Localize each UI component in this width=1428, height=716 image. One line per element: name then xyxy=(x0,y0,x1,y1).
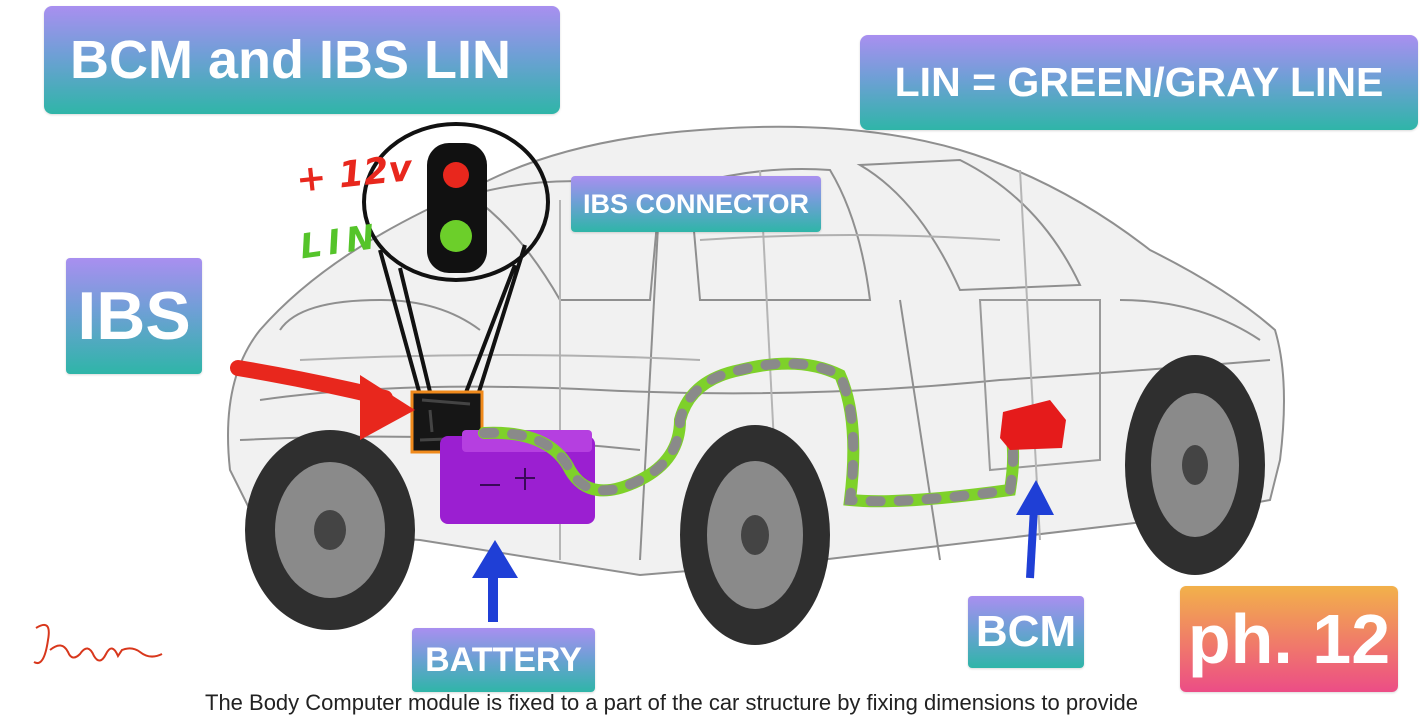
front-left-wheel xyxy=(680,425,830,645)
lin-pin-icon xyxy=(440,220,472,252)
zoom-lines xyxy=(378,244,527,401)
bcm-label: BCM xyxy=(968,596,1084,668)
bcm-blue-arrow xyxy=(1016,480,1054,579)
ibs-label: IBS xyxy=(66,258,202,374)
page-title: BCM and IBS LIN xyxy=(44,6,560,114)
battery-blue-arrow xyxy=(472,540,518,622)
lin-wire-gray-stripe xyxy=(479,358,1019,507)
rear-wheel xyxy=(245,430,415,630)
connector-zoom-circle xyxy=(362,122,550,282)
page-number-badge: ph. 12 xyxy=(1180,586,1398,692)
front-right-wheel xyxy=(1125,355,1265,575)
ibs-red-arrow xyxy=(230,360,415,440)
ibs-connector-label: IBS CONNECTOR xyxy=(571,176,821,232)
battery-terminal-marks xyxy=(480,468,535,490)
signature xyxy=(33,624,163,664)
battery-label: BATTERY xyxy=(412,628,595,692)
caption-text: The Body Computer module is fixed to a p… xyxy=(205,690,1139,715)
lin-legend-label: LIN = GREEN/GRAY LINE xyxy=(860,35,1418,130)
bcm-module xyxy=(1000,400,1066,450)
power-pin-icon xyxy=(443,162,469,188)
